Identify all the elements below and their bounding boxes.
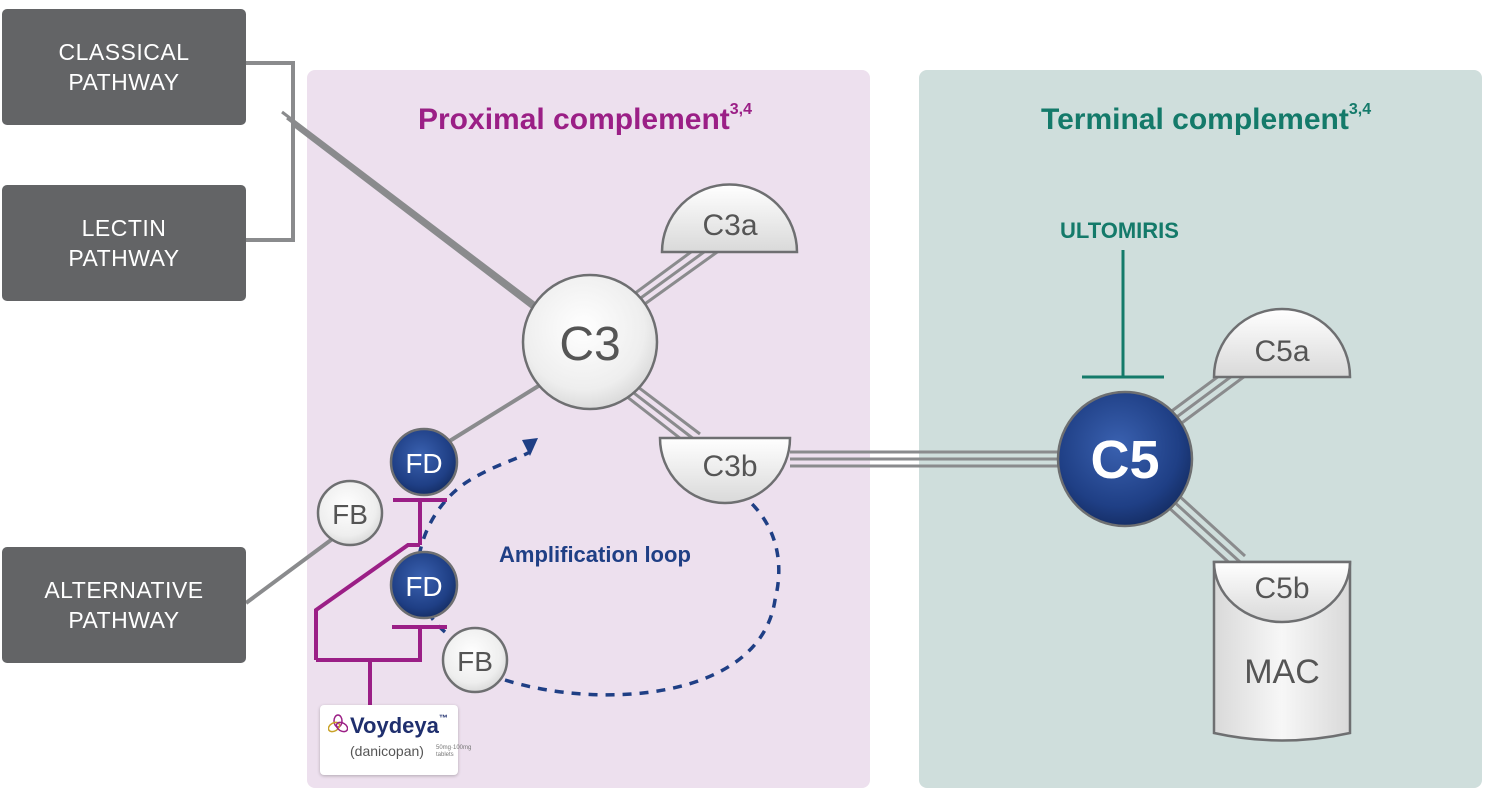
voydeya-brand-name: Voydeya™: [350, 713, 448, 738]
mac-label: MAC: [1244, 653, 1320, 691]
amplification-loop-inner-path: [416, 450, 531, 634]
fd-bottom-label: FD: [405, 571, 442, 602]
c3a-label: C3a: [702, 209, 757, 242]
fb-bottom-label: FB: [457, 646, 493, 677]
c3a-node: C3a: [660, 183, 799, 254]
lectin-pathway-line1: LECTIN: [81, 215, 167, 241]
c3-node: C3: [521, 273, 659, 411]
classical-pathway-line2: PATHWAY: [68, 69, 180, 95]
c5-label: C5: [1090, 430, 1159, 490]
voydeya-inhibition-connector: [314, 498, 447, 705]
mac-complex: C5b MAC: [1212, 560, 1352, 742]
classical-pathway-line1: CLASSICAL: [58, 39, 190, 65]
terminal-reference: 3,4: [1348, 101, 1372, 118]
lectin-pathway-box: LECTIN PATHWAY: [2, 185, 246, 301]
triple-line-c3b-to-c5: [790, 450, 1060, 468]
terminal-complement-title: Terminal complement3,4: [1041, 101, 1372, 136]
c5a-label: C5a: [1254, 335, 1309, 368]
alternative-pathway-box: ALTERNATIVE PATHWAY: [2, 547, 246, 663]
lectin-pathway-line2: PATHWAY: [68, 245, 180, 271]
ultomiris-inhibition-connector: [1082, 250, 1164, 379]
c3b-label: C3b: [702, 450, 757, 483]
proximal-reference: 3,4: [729, 101, 753, 118]
alternative-pathway-line2: PATHWAY: [68, 607, 180, 633]
amplification-loop-label: Amplification loop: [499, 542, 691, 567]
c5-node: C5: [1056, 390, 1194, 528]
c5b-label: C5b: [1254, 572, 1309, 605]
ultomiris-label: ULTOMIRIS: [1060, 218, 1179, 243]
triple-line-c3-to-c3b: [625, 382, 701, 448]
voydeya-dose-text: 50mg·100mg tablets: [436, 745, 472, 758]
c3-label: C3: [559, 318, 620, 371]
fd-top-node: FD: [389, 427, 459, 497]
triple-line-classical-to-c3: [281, 110, 547, 320]
fb-top-label: FB: [332, 499, 368, 530]
terminal-complement-panel: [919, 70, 1482, 788]
voydeya-trademark: ™: [438, 713, 448, 723]
c5a-node: C5a: [1212, 307, 1352, 379]
fd-top-label: FD: [405, 448, 442, 479]
proximal-complement-panel: [307, 70, 870, 788]
fd-bottom-node: FD: [389, 550, 459, 620]
fb-bottom-node: FB: [441, 626, 509, 694]
amplification-loop-path: [504, 498, 781, 697]
voydeya-logo-card: Voydeya™ (danicopan) 50mg·100mg tablets: [320, 705, 472, 775]
classical-lectin-connector: [246, 61, 295, 242]
line-fd-to-c3: [446, 383, 542, 444]
proximal-complement-title: Proximal complement3,4: [418, 101, 753, 136]
line-alternative-to-fb: [244, 535, 337, 605]
amplification-arrowhead-icon: [522, 438, 538, 456]
fb-top-node: FB: [316, 479, 384, 547]
triple-line-c5-to-c5b: [1165, 492, 1247, 570]
c3b-node: C3b: [658, 436, 792, 505]
voydeya-logo-icon: [328, 714, 348, 733]
alternative-pathway-line1: ALTERNATIVE: [44, 577, 204, 603]
voydeya-generic-name: (danicopan): [350, 743, 424, 759]
classical-pathway-box: CLASSICAL PATHWAY: [2, 9, 246, 125]
